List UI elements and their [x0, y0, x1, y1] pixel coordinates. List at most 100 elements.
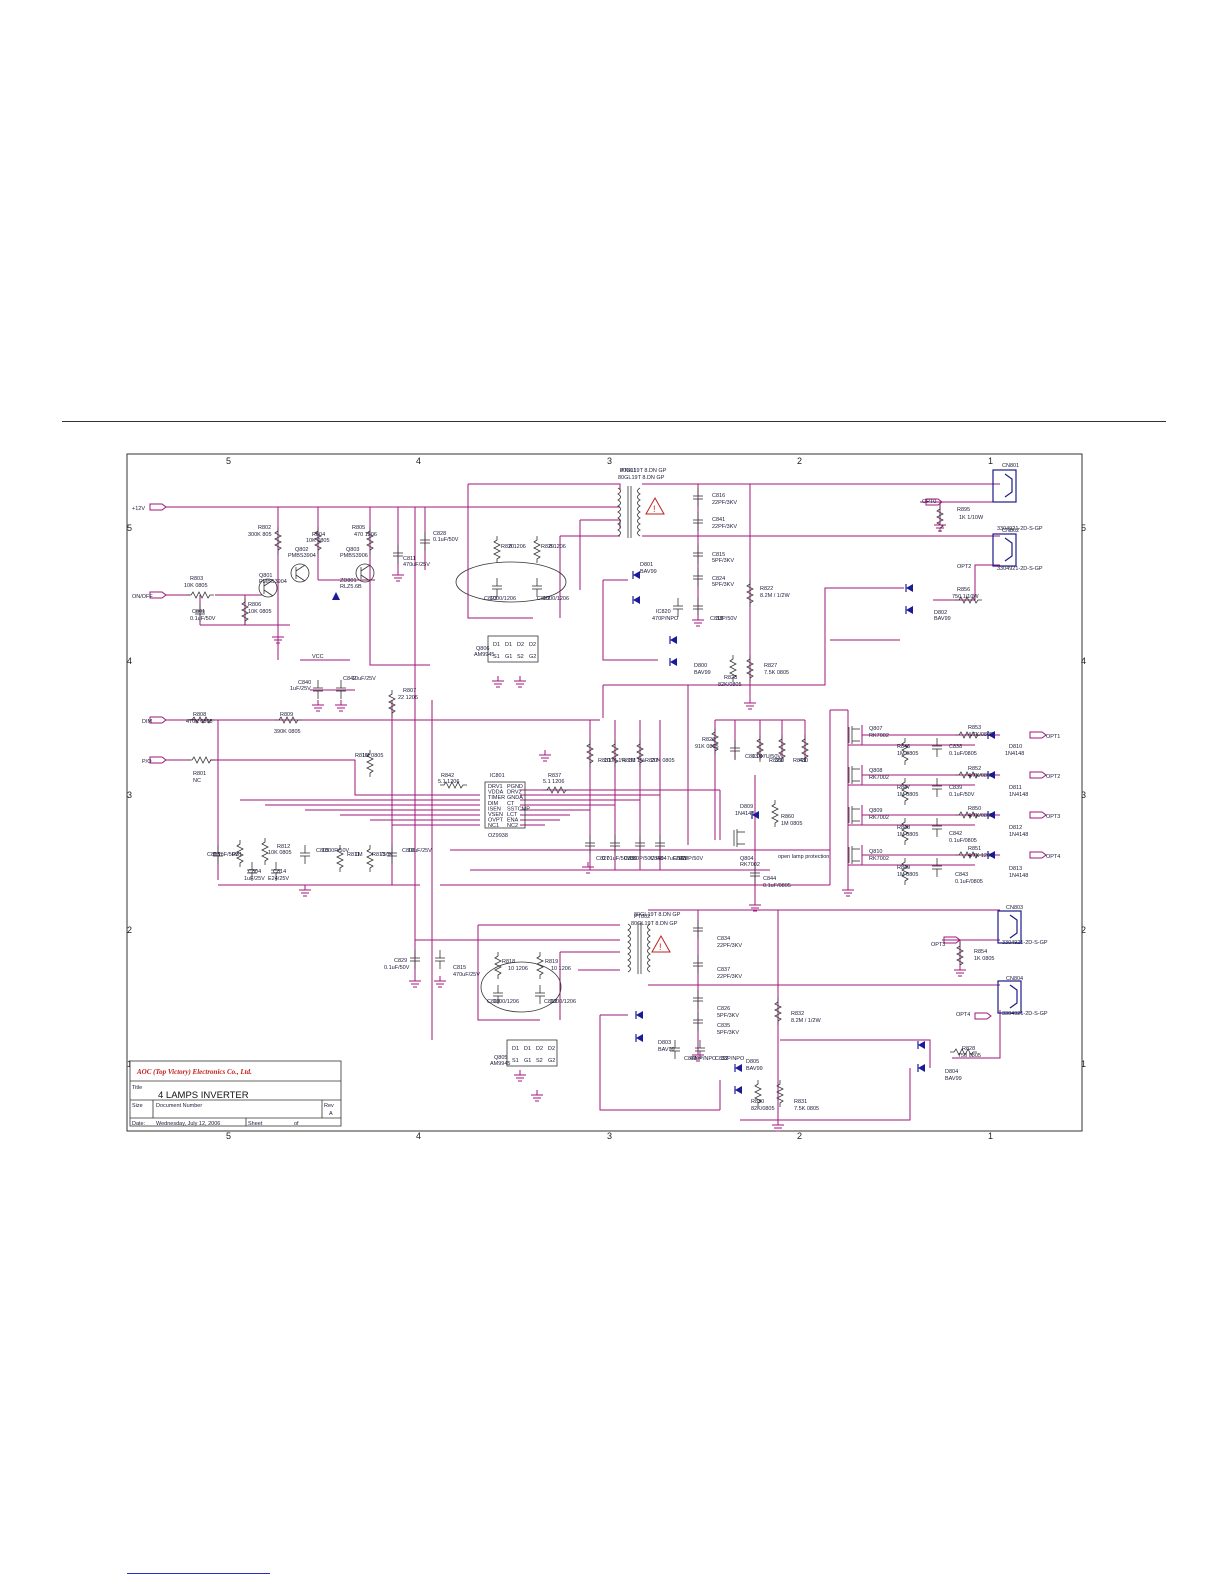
ic-pin-left: OVPT — [488, 818, 504, 824]
title-block: AOC (Top Victory) Electronics Co., Ltd. … — [129, 1060, 342, 1127]
border-left-zone: 2 — [127, 925, 132, 935]
component-ref: C822 — [537, 596, 550, 602]
component-ref: C833 — [673, 856, 686, 862]
port-dim-label: DIM — [142, 719, 153, 725]
component-value: 1N4148 — [1009, 792, 1028, 798]
mosfet-pin: D2 — [548, 1046, 555, 1052]
component-value: BAV99 — [640, 569, 657, 575]
border-top-zone: 1 — [988, 456, 993, 466]
component-ref: R822 — [760, 586, 773, 592]
mosfet-pin: D1 — [505, 642, 512, 648]
ic-pin-left: ISEN — [488, 806, 501, 812]
component-ref: C841 — [712, 517, 725, 523]
component-ref: D811 — [1009, 785, 1022, 791]
component-ref: D803 — [658, 1040, 671, 1046]
component-value: 1K 1/10W — [959, 515, 984, 521]
component-value: PMBS3904 — [288, 553, 316, 559]
bottom-link-underline[interactable] — [127, 1573, 270, 1574]
component-ref: PT801 — [620, 468, 636, 474]
component-value: 390K 0805 — [274, 729, 301, 735]
component-ref: C801 — [192, 609, 205, 615]
component-ref: Q809 — [869, 808, 882, 814]
border-top-zone: 2 — [797, 456, 802, 466]
cn804-part: 3304921-2D-S-GP — [1002, 1011, 1048, 1017]
component-ref: C811 — [403, 556, 416, 562]
component-value: 1N4148 — [1009, 832, 1028, 838]
component-value: 7.5K 0805 — [764, 670, 789, 676]
component-ref: C840 — [298, 680, 311, 686]
component-ref: C842 — [949, 831, 962, 837]
component-value: RK7002 — [869, 733, 889, 739]
mosfet-pin: D1 — [512, 1046, 519, 1052]
mosfet-q806 — [487, 635, 539, 663]
component-value: 4.7K/0805 — [968, 813, 993, 819]
component-ref: C824 — [712, 576, 725, 582]
connector-cn803 — [997, 910, 1022, 944]
component-value: 22PF/3KV — [712, 500, 737, 506]
cn801-part: 3304921-2D-S-GP — [997, 526, 1043, 532]
component-ref: C843 — [955, 872, 968, 878]
component-value: 10 1206 — [508, 966, 528, 972]
component-value: 470P/NPO — [652, 616, 679, 622]
component-value: 1N4148 — [735, 811, 754, 817]
component-ref: C838 — [949, 744, 962, 750]
component-ref: C844 — [763, 876, 776, 882]
ic-pin-left: NC1 — [488, 823, 499, 829]
component-value: RLZ5.6B — [340, 584, 362, 590]
component-value: 8.2M / 1/2W — [760, 593, 790, 599]
border-top-zone: 5 — [226, 456, 231, 466]
border-right-zone: 1 — [1081, 1059, 1086, 1069]
component-value: 1000P/50V — [322, 848, 350, 854]
component-ref: C842 — [343, 676, 356, 682]
component-value: 100K 1% — [604, 758, 626, 764]
component-value: 1K 0805 — [974, 956, 995, 962]
component-value: 8 1206 — [549, 544, 566, 550]
mosfet-pin: S2 — [536, 1058, 543, 1064]
border-bottom-zone: 3 — [607, 1131, 612, 1141]
border-left-zone: 4 — [127, 656, 132, 666]
port-onoff-label: ON/OFF — [132, 594, 153, 600]
component-ref: C848 — [650, 856, 663, 862]
title-block-date: Wednesday, July 12, 2006 — [156, 1121, 220, 1127]
component-value: 1000/1206 — [493, 999, 519, 1005]
component-value: 4.7K/0805 — [968, 732, 993, 738]
component-ref: Q803 — [346, 547, 359, 553]
component-value: BAV99 — [694, 670, 711, 676]
component-ref: C806 — [402, 848, 415, 854]
component-ref: R826 — [702, 737, 715, 743]
cn802-part: 3304921-2D-S-GP — [997, 566, 1043, 572]
component-value: BAV99 — [945, 1076, 962, 1082]
ic-pin-left: VSEN — [488, 812, 503, 818]
ic-pin-right: PGND — [507, 784, 523, 790]
component-value: 300 — [775, 758, 784, 764]
component-value: 22PF/3KV — [717, 974, 742, 980]
component-value: 10uF/25V — [408, 848, 432, 854]
component-value: 20K 0805 — [651, 758, 675, 764]
component-ref: R833 — [622, 758, 635, 764]
border-bottom-zone: 1 — [988, 1131, 993, 1141]
mosfet-pin: D1 — [524, 1046, 531, 1052]
component-value: 4.7K/0805 — [968, 773, 993, 779]
component-ref: C829 — [394, 958, 407, 964]
component-value: 470P/50V — [679, 856, 703, 862]
component-ref: Q802 — [295, 547, 308, 553]
border-right-zone: 3 — [1081, 790, 1086, 800]
component-ref: D805 — [746, 1059, 759, 1065]
component-ref: C812 — [544, 999, 557, 1005]
component-ref: D812 — [1009, 825, 1022, 831]
component-value: 300K 805 — [248, 532, 272, 538]
component-value: 0.1uF/0805 — [763, 883, 791, 889]
component-value: PMBS3904 — [259, 579, 287, 585]
ic-pin-right: LCT — [507, 812, 518, 818]
component-ref: R846 — [897, 744, 910, 750]
component-ref: R831 — [598, 758, 611, 764]
border-left-zone: 3 — [127, 790, 132, 800]
component-value: 470 1206 — [354, 532, 377, 538]
component-ref: R820 — [501, 544, 514, 550]
component-value: 10K 0805 — [268, 850, 292, 856]
mosfet-pin: D2 — [536, 1046, 543, 1052]
title-block-rev: A — [329, 1111, 333, 1117]
component-ref: CN804 — [1006, 976, 1023, 982]
component-ref: R806 — [248, 602, 261, 608]
